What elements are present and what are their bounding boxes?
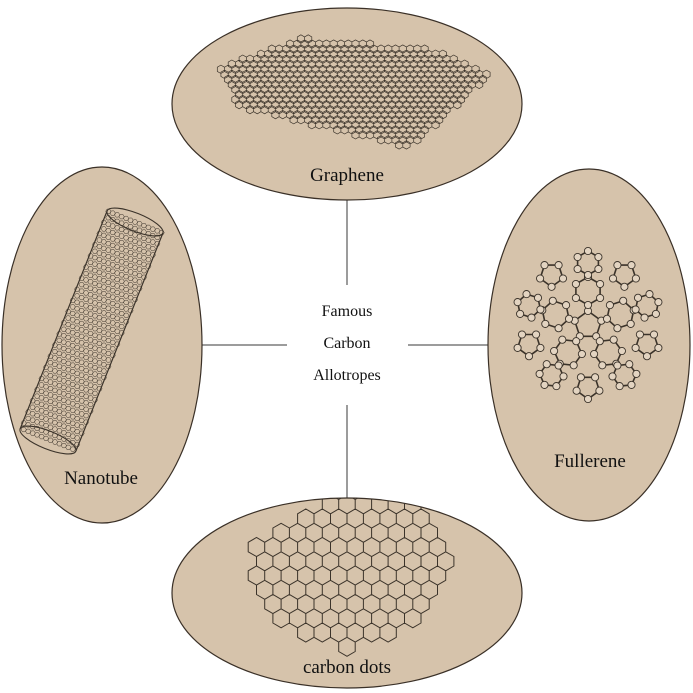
hexagon-lattice-icon bbox=[247, 498, 455, 657]
node-nanotube: Nanotube bbox=[1, 166, 203, 524]
center-line-2: Carbon bbox=[323, 335, 370, 352]
graphene-label: Graphene bbox=[310, 165, 384, 186]
node-fullerene: Fullerene bbox=[487, 168, 691, 522]
carbon-dots-label: carbon dots bbox=[303, 657, 391, 678]
nanotube-label: Nanotube bbox=[64, 468, 138, 489]
carbon-dots-ellipse bbox=[171, 497, 523, 689]
connectors bbox=[202, 200, 488, 498]
center-line-3: Allotropes bbox=[313, 367, 381, 384]
fullerene-ellipse bbox=[487, 168, 691, 522]
nanotube-cylinder-icon bbox=[19, 207, 165, 455]
node-carbon-dots: carbon dots bbox=[171, 497, 523, 689]
fullerene-label: Fullerene bbox=[554, 451, 626, 472]
node-graphene: Graphene bbox=[171, 7, 523, 201]
center-title: Famous Carbon Allotropes bbox=[313, 303, 381, 384]
center-line-1: Famous bbox=[322, 303, 373, 320]
buckyball-icon bbox=[513, 246, 663, 404]
nanotube-ellipse bbox=[1, 166, 203, 524]
graphene-sheet-icon bbox=[216, 34, 491, 150]
